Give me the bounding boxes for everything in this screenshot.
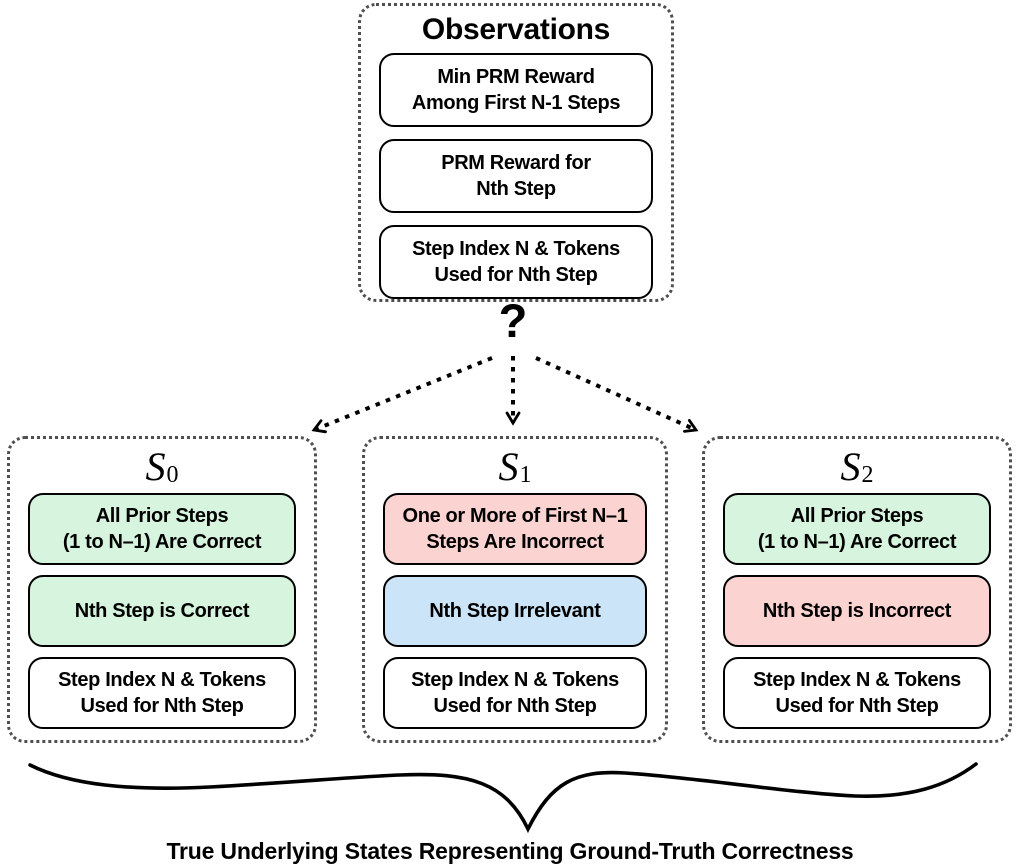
state-s2-item-prior-steps: All Prior Steps (1 to N–1) Are Correct — [723, 493, 991, 565]
observations-group: Observations Min PRM Reward Among First … — [358, 3, 674, 302]
question-mark: ? — [498, 294, 528, 347]
underbrace-curve — [28, 762, 978, 834]
observation-item-prm-reward-nth: PRM Reward for Nth Step — [379, 139, 653, 213]
state-s0-item-nth-step: Nth Step is Correct — [28, 575, 296, 647]
state-s1-rows: One or More of First N–1 Steps Are Incor… — [365, 493, 665, 729]
state-s2-item-nth-step: Nth Step is Incorrect — [723, 575, 991, 647]
state-s1-item-prior-steps: One or More of First N–1 Steps Are Incor… — [383, 493, 647, 565]
state-s2-item-step-index-tokens: Step Index N & Tokens Used for Nth Step — [723, 657, 991, 729]
state-s2-subscript: 2 — [861, 462, 874, 488]
state-s0-label: S — [145, 443, 166, 489]
state-s0-item-step-index-tokens: Step Index N & Tokens Used for Nth Step — [28, 657, 296, 729]
observation-item-step-index-tokens: Step Index N & Tokens Used for Nth Step — [379, 225, 653, 299]
state-s2-rows: All Prior Steps (1 to N–1) Are Correct N… — [705, 493, 1009, 729]
state-s1-item-step-index-tokens: Step Index N & Tokens Used for Nth Step — [383, 657, 647, 729]
state-s1-subscript: 1 — [519, 462, 532, 488]
dotted-arrow-to-s2 — [535, 356, 699, 433]
observations-title: Observations — [421, 12, 611, 46]
state-s0-rows: All Prior Steps (1 to N–1) Are Correct N… — [10, 493, 314, 729]
state-s1-item-nth-step: Nth Step Irrelevant — [383, 575, 647, 647]
state-s2-label: S — [840, 443, 861, 489]
caption: True Underlying States Representing Grou… — [166, 838, 854, 864]
state-s1-label: S — [498, 443, 519, 489]
state-s0-subscript: 0 — [166, 462, 179, 488]
observations-rows: Min PRM Reward Among First N-1 Steps PRM… — [361, 53, 671, 299]
dotted-arrow-to-s0 — [311, 356, 493, 434]
state-s0-item-prior-steps: All Prior Steps (1 to N–1) Are Correct — [28, 493, 296, 565]
observation-item-min-prm-reward: Min PRM Reward Among First N-1 Steps — [379, 53, 653, 127]
